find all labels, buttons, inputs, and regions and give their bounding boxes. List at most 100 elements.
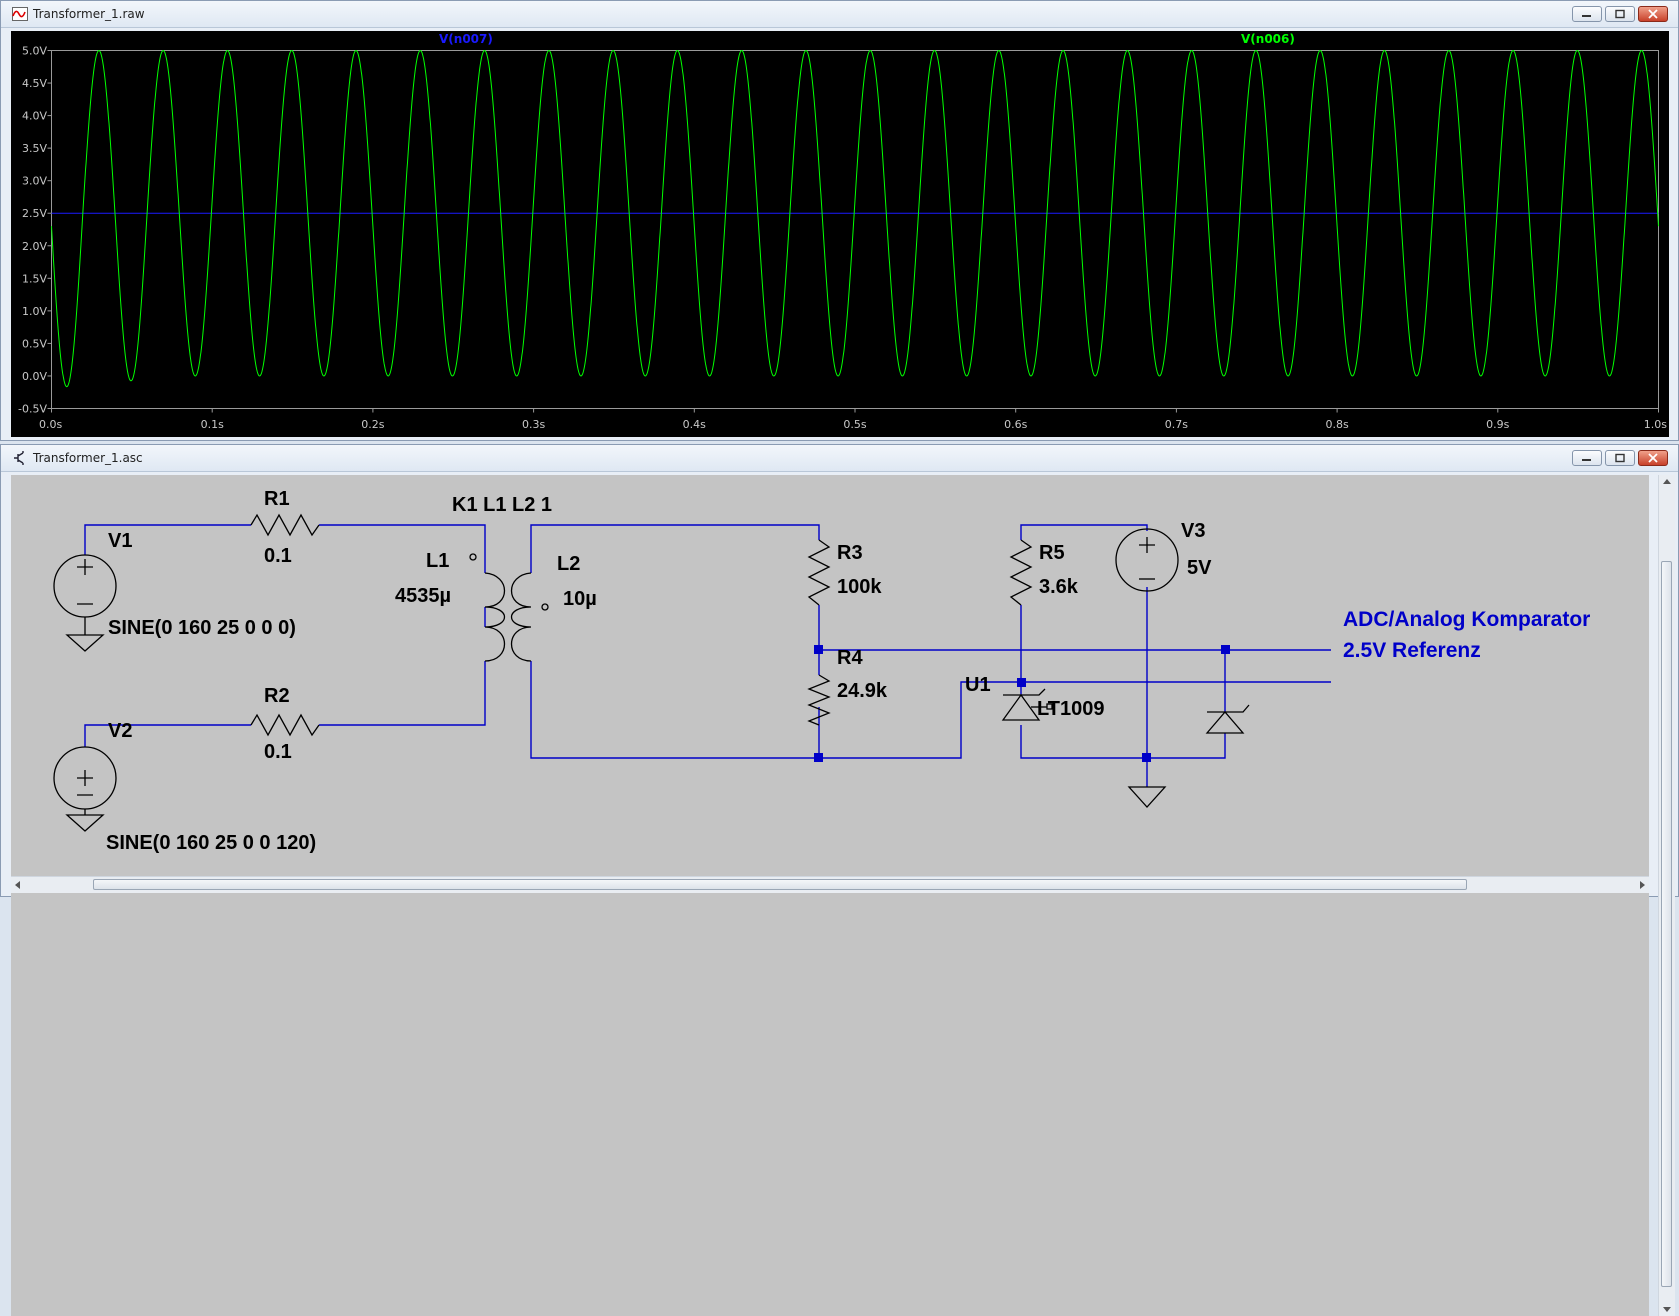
restore-button[interactable] xyxy=(1605,6,1635,22)
resistor-r3[interactable] xyxy=(807,539,831,606)
wire[interactable] xyxy=(530,524,820,573)
y-tick-label: 3.5V xyxy=(22,142,47,155)
schematic-window-title: Transformer_1.asc xyxy=(33,451,143,465)
x-tick-label: 0.3s xyxy=(522,418,545,431)
schematic-window-titlebar[interactable]: Transformer_1.asc xyxy=(1,445,1678,472)
minus-icon xyxy=(77,603,93,796)
minimize-icon xyxy=(1582,459,1591,461)
vertical-scroll-thumb[interactable] xyxy=(1661,561,1672,1287)
schematic-drawing: R1 0.1 R2 0.1 V1 SINE(0 160 25 0 0 0) V2… xyxy=(53,488,1590,854)
wire[interactable] xyxy=(319,524,486,573)
horizontal-scrollbar[interactable] xyxy=(11,876,1649,893)
wire[interactable] xyxy=(819,681,1021,759)
scroll-left-arrow-icon[interactable] xyxy=(15,881,20,889)
horizontal-scroll-thumb[interactable] xyxy=(93,879,1467,890)
x-tick-label: 0.5s xyxy=(843,418,866,431)
minimize-button[interactable] xyxy=(1572,450,1602,466)
label-r2-value: 0.1 xyxy=(264,741,292,763)
series-v-n006-line xyxy=(51,49,1659,388)
label-r4: R4 xyxy=(837,647,863,669)
inductor-l2[interactable] xyxy=(510,572,532,662)
y-tick-label: 0.0V xyxy=(22,370,47,383)
x-tick-label: 0.9s xyxy=(1486,418,1509,431)
inductor-l1[interactable] xyxy=(484,572,506,662)
schematic-icon xyxy=(14,451,24,465)
wire[interactable] xyxy=(530,661,819,759)
x-tick-label: 0.0s xyxy=(39,418,62,431)
minimize-icon xyxy=(1582,15,1591,17)
resistor-r4[interactable] xyxy=(807,674,831,726)
label-r3-value: 100k xyxy=(837,576,882,598)
y-tick-label: -0.5V xyxy=(18,403,47,416)
waveform-icon xyxy=(12,7,28,21)
ground-icon xyxy=(65,809,105,832)
label-r1-value: 0.1 xyxy=(264,545,292,567)
label-r4-value: 24.9k xyxy=(837,680,888,702)
resistor-r5[interactable] xyxy=(1009,539,1033,606)
net-label-adc[interactable]: ADC/Analog Komparator xyxy=(1343,608,1590,631)
plot-window-titlebar[interactable]: Transformer_1.raw xyxy=(1,1,1678,28)
label-v2-value: SINE(0 160 25 0 0 120) xyxy=(106,832,316,854)
net-label-ref[interactable]: 2.5V Referenz xyxy=(1343,639,1481,662)
restore-button[interactable] xyxy=(1605,450,1635,466)
resistor-r1[interactable] xyxy=(250,513,320,537)
wire[interactable] xyxy=(1020,524,1148,540)
scroll-right-arrow-icon[interactable] xyxy=(1640,881,1645,889)
reference-u1[interactable] xyxy=(1001,688,1046,721)
y-tick-label: 0.5V xyxy=(22,337,47,350)
y-tick-label: 2.0V xyxy=(22,240,47,253)
wire[interactable] xyxy=(319,607,486,726)
polarity-dot xyxy=(541,603,549,611)
label-r3: R3 xyxy=(837,542,863,564)
ground-icon xyxy=(1127,786,1167,808)
x-tick-label: 0.8s xyxy=(1325,418,1348,431)
adjust-pin-square xyxy=(1046,703,1053,710)
voltage-source-v3[interactable] xyxy=(1115,528,1179,592)
label-r5: R5 xyxy=(1039,542,1065,564)
label-k1: K1 L1 L2 1 xyxy=(452,494,552,516)
plus-icon xyxy=(1139,537,1155,553)
junction xyxy=(1017,678,1026,687)
trace-label-v-n006[interactable]: V(n006) xyxy=(1241,32,1295,46)
label-l1: L1 xyxy=(426,550,449,572)
label-v1-value: SINE(0 160 25 0 0 0) xyxy=(108,617,296,639)
schematic-window: Transformer_1.asc xyxy=(0,444,1679,1316)
y-tick-label: 5.0V xyxy=(22,45,47,58)
x-tick-label: 1.0s xyxy=(1644,418,1667,431)
y-tick-label: 4.5V xyxy=(22,77,47,90)
trace-label-v-n007[interactable]: V(n007) xyxy=(439,32,493,46)
junction xyxy=(814,753,823,762)
x-tick-label: 0.6s xyxy=(1004,418,1027,431)
close-button[interactable] xyxy=(1638,450,1668,466)
label-v3: V3 xyxy=(1181,520,1205,542)
scroll-up-arrow-icon[interactable] xyxy=(1663,479,1671,484)
label-v2: V2 xyxy=(108,720,132,742)
x-tick-label: 0.2s xyxy=(361,418,384,431)
y-tick-label: 1.5V xyxy=(22,272,47,285)
x-tick-label: 0.1s xyxy=(201,418,224,431)
minimize-button[interactable] xyxy=(1572,6,1602,22)
vertical-scrollbar[interactable] xyxy=(1658,475,1675,1316)
label-u1-value: LT1009 xyxy=(1037,698,1104,720)
wire[interactable] xyxy=(84,524,251,555)
zener-diode[interactable] xyxy=(1205,704,1250,734)
y-tick-label: 4.0V xyxy=(22,110,47,123)
resistor-r2[interactable] xyxy=(250,713,320,737)
ground-icon xyxy=(65,617,105,652)
y-tick-label: 2.5V xyxy=(22,207,47,220)
wire[interactable] xyxy=(84,724,251,747)
schematic-canvas[interactable]: R1 0.1 R2 0.1 V1 SINE(0 160 25 0 0 0) V2… xyxy=(11,475,1649,1316)
label-r2: R2 xyxy=(264,685,290,707)
scroll-down-arrow-icon[interactable] xyxy=(1663,1307,1671,1312)
y-tick-label: 1.0V xyxy=(22,305,47,318)
plus-icon xyxy=(77,559,93,786)
wire[interactable] xyxy=(1147,733,1226,759)
label-l1-value: 4535µ xyxy=(395,585,451,607)
label-r5-value: 3.6k xyxy=(1039,576,1079,598)
polarity-dot xyxy=(469,553,477,561)
plot-window-title: Transformer_1.raw xyxy=(33,7,145,21)
close-button[interactable] xyxy=(1638,6,1668,22)
restore-icon xyxy=(1615,453,1625,463)
